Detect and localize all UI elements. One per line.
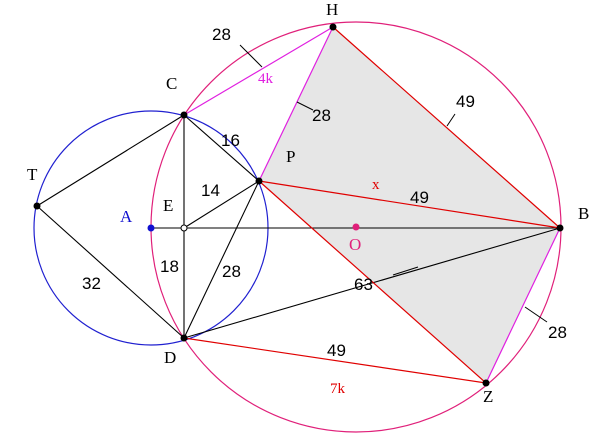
label-c: C (166, 74, 177, 93)
label-t: T (27, 165, 38, 184)
point-a-dot (147, 224, 155, 232)
leader-28-top (239, 44, 263, 68)
measure-4k: 4k (258, 71, 274, 87)
segment-bz (485, 227, 561, 384)
segment-hp (258, 26, 334, 182)
label-e: E (163, 196, 173, 215)
measure-28-bz: 28 (548, 323, 567, 342)
segment-db (183, 227, 561, 339)
point-t-dot (33, 202, 41, 210)
measure-49-pb: 49 (410, 188, 429, 207)
measure-28-top: 28 (212, 25, 231, 44)
label-o: O (349, 235, 361, 254)
measure-28-dp: 28 (222, 262, 241, 281)
measure-14: 14 (201, 181, 220, 200)
point-o-dot (352, 223, 360, 231)
point-p-dot (255, 177, 263, 185)
point-z-dot (482, 379, 490, 387)
measure-63: 63 (354, 275, 373, 294)
label-b: B (578, 204, 589, 223)
measure-x: x (372, 177, 380, 193)
segment-tc (36, 114, 185, 207)
point-d-dot (180, 334, 188, 342)
point-b-dot (556, 224, 564, 232)
segment-cp (183, 114, 260, 182)
point-c-dot (180, 111, 188, 119)
measure-49-dz: 49 (327, 341, 346, 360)
leader-49-hb (446, 113, 456, 127)
segment-pb (258, 180, 561, 229)
leader-28-bz (524, 306, 548, 323)
label-a: A (120, 207, 133, 226)
point-e-dot (180, 224, 188, 232)
segment-ep (183, 180, 260, 229)
measure-16: 16 (221, 131, 240, 150)
measure-32: 32 (82, 274, 101, 293)
point-h-dot (329, 23, 337, 31)
segment-dp (183, 180, 260, 339)
segment-ch (183, 26, 334, 116)
measure-7k: 7k (330, 381, 346, 397)
label-z: Z (483, 387, 493, 406)
segment-td (36, 205, 185, 339)
segment-pz (258, 180, 487, 384)
leader-28-hp (296, 101, 314, 111)
measure-18: 18 (160, 257, 179, 276)
segment-dz (183, 337, 487, 384)
measure-49-hb: 49 (456, 92, 475, 111)
label-h: H (326, 0, 338, 19)
measure-28-hp: 28 (312, 106, 331, 125)
label-d: D (164, 348, 176, 367)
label-p: P (286, 147, 295, 166)
leader-63 (392, 266, 419, 276)
segment-hb (332, 26, 561, 229)
